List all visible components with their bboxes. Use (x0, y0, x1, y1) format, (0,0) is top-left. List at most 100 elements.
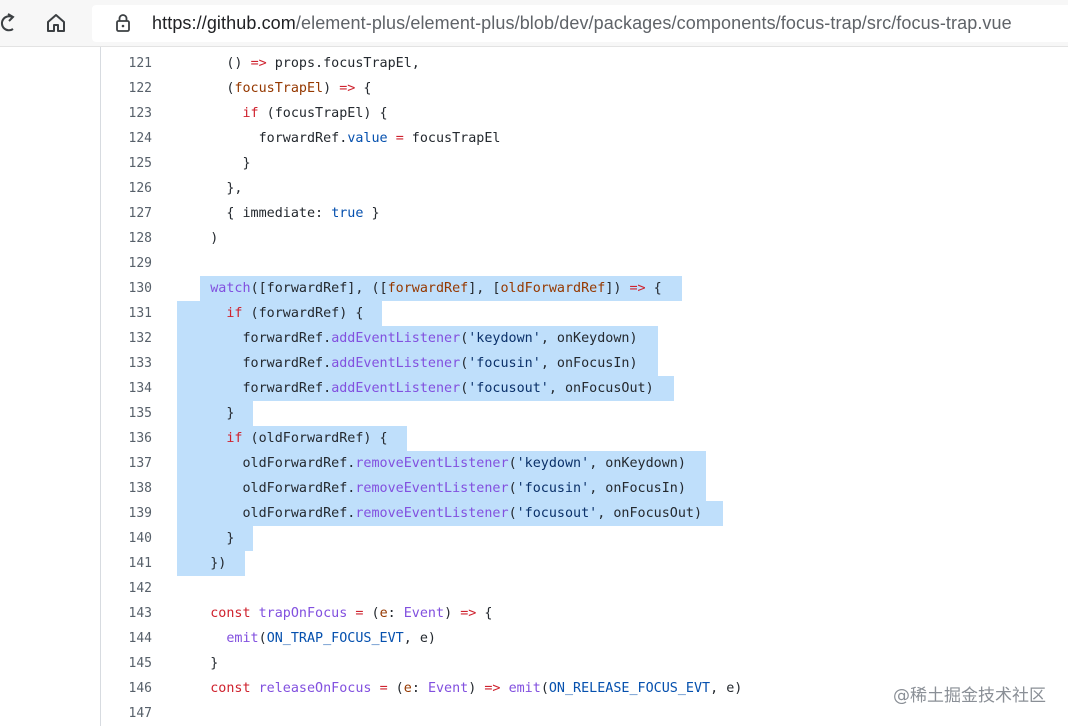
code-token: watch (178, 281, 251, 296)
code-token: e (403, 681, 412, 696)
code-token: if (226, 306, 243, 321)
code-line: 143 const trapOnFocus = (e: Event) => { (0, 601, 1068, 626)
line-number[interactable]: 125 (128, 156, 152, 171)
code-token: ( (363, 606, 380, 621)
code-token: 'focusin' (468, 356, 541, 371)
url-host: https://github.com (152, 13, 296, 33)
code-token: , onFocusIn) (540, 356, 638, 371)
selection-highlight (177, 326, 658, 351)
code-token: if (226, 431, 243, 446)
code-token (178, 606, 210, 621)
browser-toolbar: https://github.com/element-plus/element-… (0, 0, 1068, 47)
selection-highlight (177, 301, 383, 326)
code-token: , onFocusOut) (548, 381, 654, 396)
line-number[interactable]: 142 (128, 581, 152, 596)
line-number[interactable]: 145 (128, 656, 152, 671)
line-number[interactable]: 126 (128, 181, 152, 196)
code-text: } (178, 405, 234, 423)
line-number[interactable]: 147 (128, 706, 152, 721)
line-number[interactable]: 127 (128, 206, 152, 221)
code-token: { (355, 81, 372, 96)
code-text: forwardRef.value = focusTrapEl (178, 130, 501, 148)
reload-icon[interactable] (0, 6, 20, 40)
code-line: 128 ) (0, 226, 1068, 251)
line-number[interactable]: 135 (128, 406, 152, 421)
code-token: ) (323, 81, 340, 96)
code-text: }, (178, 180, 242, 198)
line-number[interactable]: 146 (128, 681, 152, 696)
code-line: 124 forwardRef.value = focusTrapEl (0, 126, 1068, 151)
code-token: => (339, 81, 356, 96)
code-text: if (forwardRef) { (178, 305, 363, 323)
line-number[interactable]: 130 (128, 281, 152, 296)
code-token (178, 431, 226, 446)
line-number[interactable]: 123 (128, 106, 152, 121)
code-token: addEventListener (331, 381, 461, 396)
url-text: https://github.com/element-plus/element-… (152, 13, 1012, 34)
line-number[interactable]: 138 (128, 481, 152, 496)
code-line: 125 } (0, 151, 1068, 176)
line-number[interactable]: 124 (128, 131, 152, 146)
code-line: 140 } (0, 526, 1068, 551)
code-line: 142 (0, 576, 1068, 601)
code-text: } (178, 655, 218, 673)
code-token: e (379, 606, 388, 621)
selection-highlight (177, 376, 674, 401)
line-number[interactable]: 121 (128, 56, 152, 71)
code-token: } (178, 156, 251, 171)
code-token: addEventListener (331, 356, 461, 371)
code-token: , onFocusOut) (597, 506, 703, 521)
code-token: => (460, 606, 477, 621)
line-number[interactable]: 131 (128, 306, 152, 321)
selection-highlight (177, 526, 253, 551)
code-token: ( (508, 506, 517, 521)
url-path: /element-plus/element-plus/blob/dev/pack… (295, 13, 1012, 33)
code-token: ( (258, 631, 267, 646)
line-number[interactable]: 132 (128, 331, 152, 346)
code-text: () => props.focusTrapEl, (178, 55, 420, 73)
code-token: ( (508, 481, 517, 496)
code-text: forwardRef.addEventListener('keydown', o… (178, 330, 637, 348)
code-text: const releaseOnFocus = (e: Event) => emi… (178, 680, 742, 698)
line-number[interactable]: 129 (128, 256, 152, 271)
code-token: removeEventListener (355, 506, 509, 521)
code-token: 'keydown' (468, 331, 541, 346)
code-token: trapOnFocus (258, 606, 348, 621)
code-line: 127 { immediate: true } (0, 201, 1068, 226)
line-number[interactable]: 122 (128, 81, 152, 96)
selection-highlight (177, 426, 407, 451)
code-text: (focusTrapEl) => { (178, 80, 372, 98)
code-text: }) (178, 555, 226, 573)
code-token: focusTrapEl (403, 131, 501, 146)
line-number[interactable]: 137 (128, 456, 152, 471)
code-text: watch([forwardRef], ([forwardRef], [oldF… (178, 280, 662, 298)
address-bar[interactable]: https://github.com/element-plus/element-… (92, 5, 1068, 42)
code-token: () (178, 56, 251, 71)
line-number[interactable]: 141 (128, 556, 152, 571)
code-line: 147 (0, 701, 1068, 726)
line-number[interactable]: 134 (128, 381, 152, 396)
code-text: if (oldForwardRef) { (178, 430, 387, 448)
line-number[interactable]: 139 (128, 506, 152, 521)
code-token: , e) (710, 681, 743, 696)
code-token (501, 681, 509, 696)
code-token: , onKeydown) (589, 456, 686, 471)
code-token: ON_TRAP_FOCUS_EVT (266, 631, 404, 646)
line-number[interactable]: 144 (128, 631, 152, 646)
line-number[interactable]: 133 (128, 356, 152, 371)
code-token: removeEventListener (355, 481, 509, 496)
code-token: oldForwardRef. (178, 481, 356, 496)
code-token: ]) (605, 281, 630, 296)
line-number[interactable]: 128 (128, 231, 152, 246)
code-token: oldForwardRef. (178, 456, 356, 471)
line-number[interactable]: 143 (128, 606, 152, 621)
code-token: value (347, 131, 388, 146)
line-number[interactable]: 136 (128, 431, 152, 446)
line-number[interactable]: 140 (128, 531, 152, 546)
code-token: oldForwardRef. (178, 506, 356, 521)
code-text: forwardRef.addEventListener('focusin', o… (178, 355, 638, 373)
code-token: ( (460, 356, 469, 371)
code-token: ( (540, 681, 549, 696)
code-token (178, 681, 210, 696)
home-icon[interactable] (42, 6, 70, 40)
